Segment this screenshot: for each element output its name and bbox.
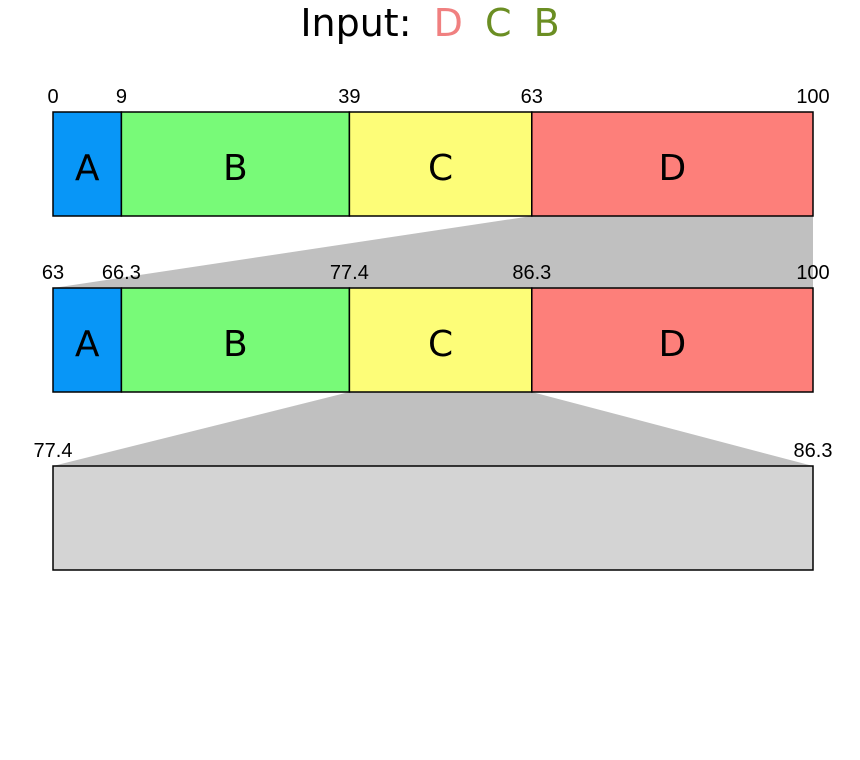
segment-label-a: A bbox=[75, 324, 100, 365]
segment-a bbox=[52, 111, 123, 217]
tick-label: 9 bbox=[116, 86, 127, 108]
zoom-projections bbox=[53, 216, 813, 466]
tick-label: 100 bbox=[796, 262, 829, 284]
segment-d bbox=[531, 287, 814, 393]
segment-label-b: B bbox=[223, 148, 248, 189]
tick-label: 77.4 bbox=[34, 440, 73, 462]
title-prefix: Input: bbox=[300, 1, 411, 45]
interval-bar-2: A B C D 63 66.3 77.4 86.3 100 bbox=[42, 262, 830, 393]
tick-label: 86.3 bbox=[512, 262, 551, 284]
zoom-projection-2 bbox=[53, 392, 813, 466]
tick-label: 63 bbox=[42, 262, 64, 284]
zoom-projection-1 bbox=[53, 216, 813, 288]
tick-label: 77.4 bbox=[330, 262, 369, 284]
title: Input: D C B bbox=[300, 1, 559, 45]
segment-label-c: C bbox=[428, 148, 453, 189]
segment-label-d: D bbox=[659, 324, 687, 365]
segment-d bbox=[531, 111, 814, 217]
svg-text:Input: D C B: Input: D C B bbox=[300, 1, 559, 45]
empty-interval bbox=[52, 465, 814, 571]
segment-label-b: B bbox=[223, 324, 248, 365]
segment-label-d: D bbox=[659, 148, 687, 189]
tick-label: 0 bbox=[47, 86, 58, 108]
title-symbol-d: D bbox=[434, 1, 463, 45]
segment-label-c: C bbox=[428, 324, 453, 365]
segment-c bbox=[348, 111, 533, 217]
tick-label: 39 bbox=[338, 86, 360, 108]
interval-bar-3: 77.4 86.3 bbox=[34, 440, 833, 571]
segment-label-a: A bbox=[75, 148, 100, 189]
interval-bar-1: A B C D 0 9 39 63 100 bbox=[47, 86, 830, 217]
tick-label: 63 bbox=[521, 86, 543, 108]
title-symbol-c: C bbox=[485, 1, 512, 45]
title-symbol-b: B bbox=[534, 1, 560, 45]
tick-label: 86.3 bbox=[794, 440, 833, 462]
tick-label: 66.3 bbox=[102, 262, 141, 284]
tick-label: 100 bbox=[796, 86, 829, 108]
